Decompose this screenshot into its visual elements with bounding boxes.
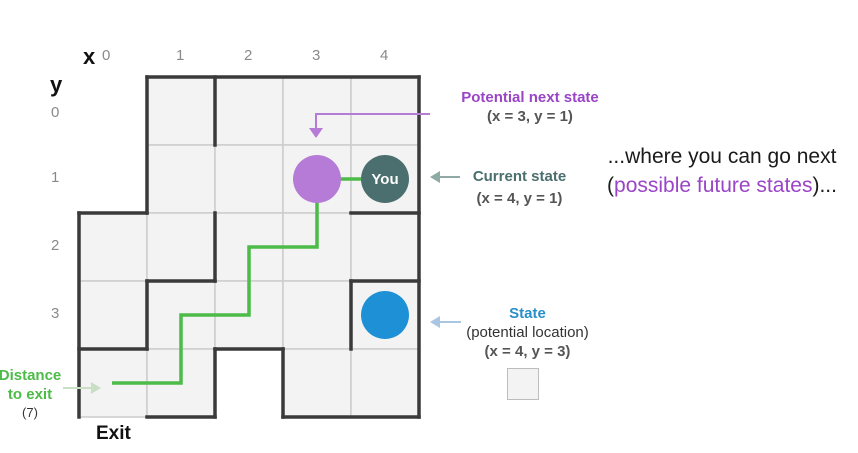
potential-next-coords: (x = 3, y = 1) [487, 108, 573, 125]
agent-you-marker [361, 155, 409, 203]
maze-cell-4-2 [350, 212, 420, 282]
distance-label-line2: to exit [7, 386, 53, 403]
maze-cell-3-3 [282, 280, 352, 350]
maze-cell-1-1 [146, 144, 216, 214]
y-tick-1: 1 [51, 169, 60, 186]
distance-arrowhead [91, 382, 101, 394]
y-tick-2: 2 [51, 237, 60, 254]
state-subtitle: (potential location) [466, 324, 589, 341]
maze-cell-1-2 [146, 212, 216, 282]
x-tick-2: 2 [244, 47, 253, 64]
maze-cell-1-0 [146, 76, 216, 146]
y-tick-0: 0 [51, 104, 60, 121]
state-title: State [509, 305, 546, 322]
maze-cell-4-0 [350, 76, 420, 146]
x-tick-3: 3 [312, 47, 321, 64]
y-tick-3: 3 [51, 305, 60, 322]
state-arrowhead [430, 316, 440, 328]
maze-cell-0-2 [78, 212, 148, 282]
maze-cell-2-0 [214, 76, 284, 146]
narration-highlight: possible future states [614, 174, 813, 197]
x-axis-label: x [83, 44, 96, 69]
distance-value: (7) [22, 405, 38, 420]
state-coords: (x = 4, y = 3) [484, 343, 571, 360]
state-marker [361, 291, 409, 339]
state-legend-square [507, 368, 539, 400]
x-tick-4: 4 [380, 47, 389, 64]
x-tick-0: 0 [102, 47, 111, 64]
current-state-coords: (x = 4, y = 1) [476, 190, 563, 207]
potential-next-arrow [315, 113, 430, 132]
agent-label: You [371, 171, 398, 188]
current-state-arrowhead [430, 171, 440, 183]
current-state-title: Current state [472, 168, 567, 185]
y-axis-label: y [50, 72, 63, 97]
potential-next-state-marker [293, 155, 341, 203]
narration-text: ...where you can go next (possible futur… [592, 142, 852, 200]
potential-next-title: Potential next state [461, 89, 599, 106]
maze-cell-4-4 [350, 348, 420, 418]
exit-label: Exit [96, 423, 131, 444]
maze-cell-2-1 [214, 144, 284, 214]
potential-next-arrowhead [309, 128, 323, 138]
maze-cell-3-4 [282, 348, 352, 418]
narration-part1: ...where you can go next ( [607, 145, 837, 197]
maze-cell-0-3 [78, 280, 148, 350]
distance-label-line1: Distance [0, 367, 62, 384]
x-tick-1: 1 [176, 47, 185, 64]
narration-part2: )... [812, 174, 837, 197]
